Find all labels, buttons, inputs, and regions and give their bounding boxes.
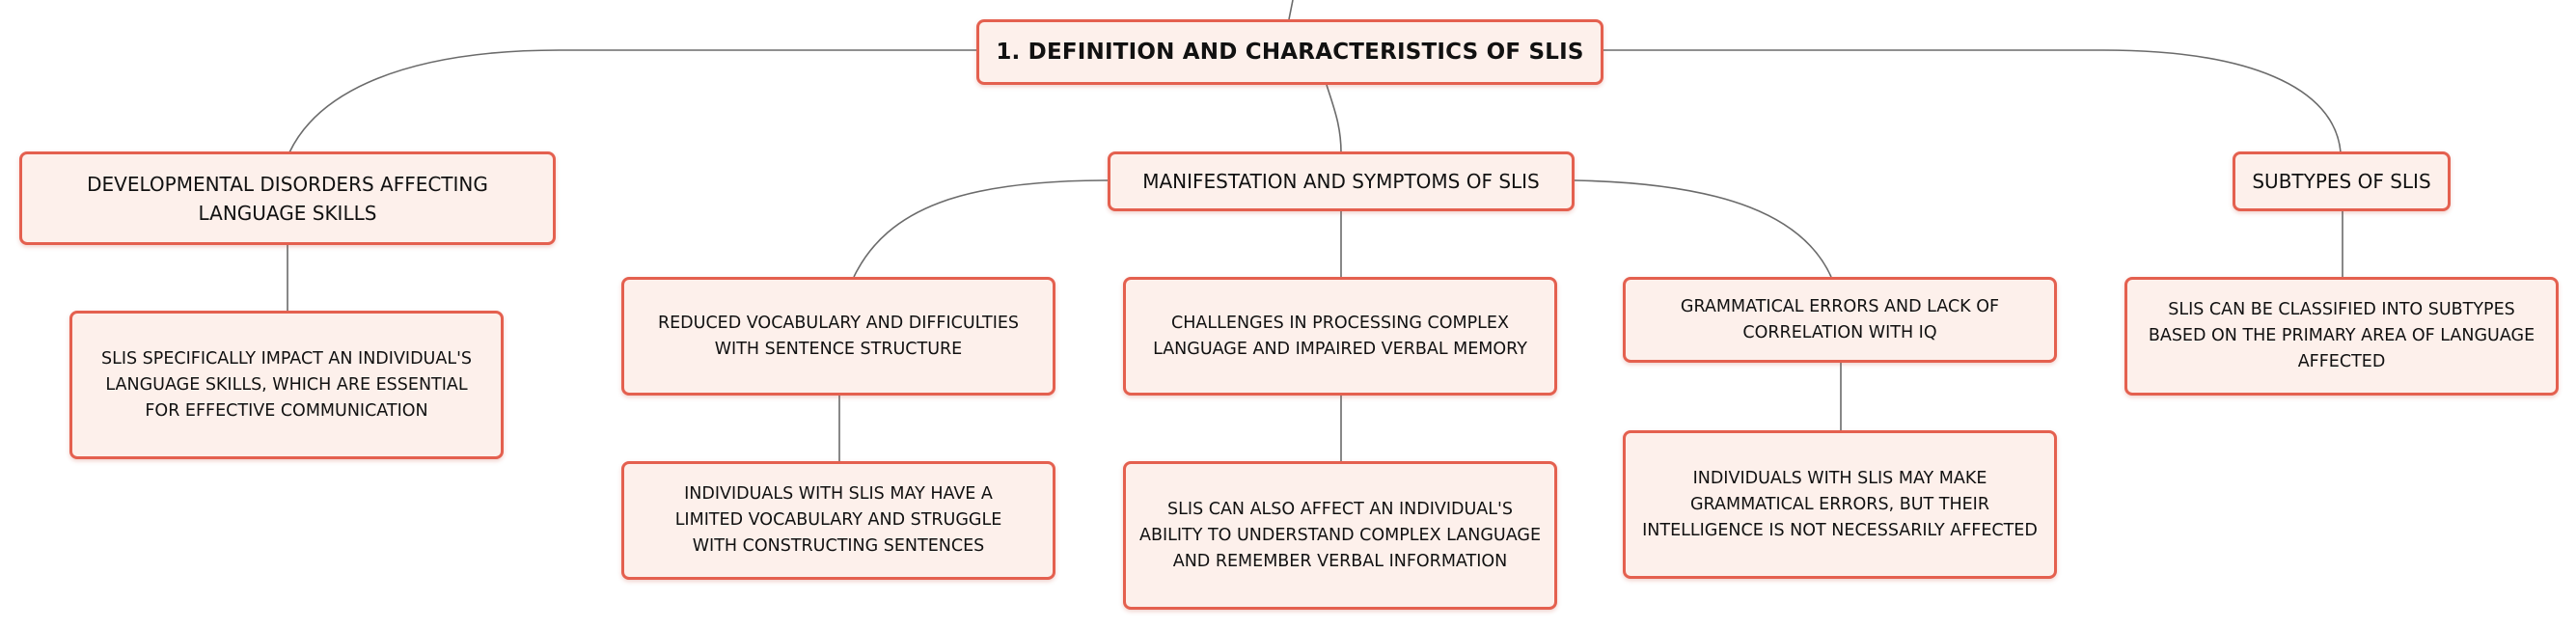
grammar-detail-text: INDIVIDUALS WITH SLIS MAY MAKE GRAMMATIC…	[1642, 468, 2038, 540]
connector-manifestation-to-grammar	[1574, 179, 1832, 278]
connector-root-to-subtypes	[1602, 49, 2342, 153]
subtypes-node[interactable]: SUBTYPES OF SLIS	[2233, 151, 2451, 211]
vocabulary-detail-node[interactable]: INDIVIDUALS WITH SLIS MAY HAVE A LIMITED…	[621, 461, 1055, 580]
developmental-detail-node[interactable]: SLIS SPECIFICALLY IMPACT AN INDIVIDUAL'S…	[69, 311, 504, 459]
subtypes-detail-text: SLIS CAN BE CLASSIFIED INTO SUBTYPES BAS…	[2148, 300, 2535, 371]
connector-manifestation-to-vocabulary	[853, 179, 1109, 278]
developmental-disorders-label: DEVELOPMENTAL DISORDERS AFFECTING LANGUA…	[87, 172, 488, 225]
connector-root-to-developmental	[288, 49, 976, 153]
manifestation-label: MANIFESTATION AND SYMPTOMS OF SLIS	[1142, 170, 1540, 193]
processing-detail-node[interactable]: SLIS CAN ALSO AFFECT AN INDIVIDUAL'S ABI…	[1123, 461, 1557, 610]
subtypes-label: SUBTYPES OF SLIS	[2252, 170, 2431, 193]
developmental-disorders-node[interactable]: DEVELOPMENTAL DISORDERS AFFECTING LANGUA…	[19, 151, 556, 245]
subtypes-detail-node[interactable]: SLIS CAN BE CLASSIFIED INTO SUBTYPES BAS…	[2124, 277, 2559, 396]
connector-root-to-manifestation	[1326, 84, 1342, 153]
developmental-detail-text: SLIS SPECIFICALLY IMPACT AN INDIVIDUAL'S…	[100, 348, 473, 421]
processing-node[interactable]: CHALLENGES IN PROCESSING COMPLEX LANGUAG…	[1123, 277, 1557, 396]
grammar-detail-node[interactable]: INDIVIDUALS WITH SLIS MAY MAKE GRAMMATIC…	[1623, 430, 2057, 579]
vocabulary-node[interactable]: REDUCED VOCABULARY AND DIFFICULTIES WITH…	[621, 277, 1055, 396]
root-title: 1. DEFINITION AND CHARACTERISTICS OF SLI…	[996, 40, 1584, 65]
vocabulary-detail-text: INDIVIDUALS WITH SLIS MAY HAVE A LIMITED…	[674, 484, 1002, 556]
root-node[interactable]: 1. DEFINITION AND CHARACTERISTICS OF SLI…	[976, 19, 1603, 85]
manifestation-node[interactable]: MANIFESTATION AND SYMPTOMS OF SLIS	[1108, 151, 1575, 211]
processing-label: CHALLENGES IN PROCESSING COMPLEX LANGUAG…	[1153, 313, 1527, 359]
connector-parent-to-root	[1288, 0, 1294, 20]
vocabulary-label: REDUCED VOCABULARY AND DIFFICULTIES WITH…	[657, 313, 1020, 359]
grammar-label: GRAMMATICAL ERRORS AND LACK OF CORRELATI…	[1680, 296, 2000, 342]
grammar-node[interactable]: GRAMMATICAL ERRORS AND LACK OF CORRELATI…	[1623, 277, 2057, 363]
processing-detail-text: SLIS CAN ALSO AFFECT AN INDIVIDUAL'S ABI…	[1138, 499, 1542, 571]
